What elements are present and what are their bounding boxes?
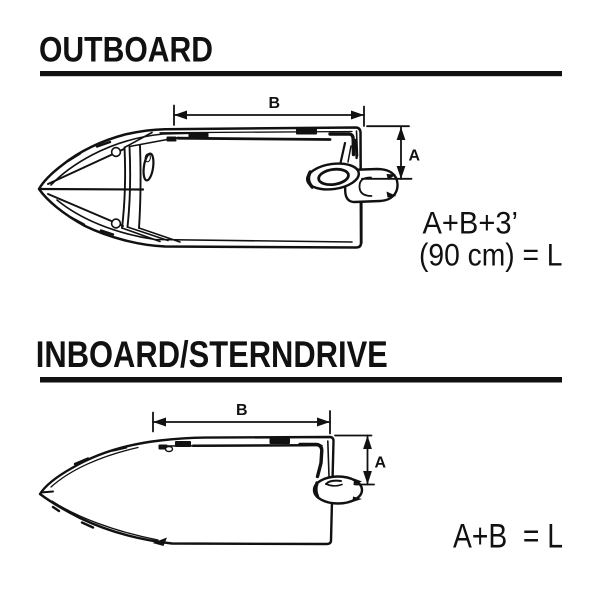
svg-text:(90 cm) = L: (90 cm) = L xyxy=(419,237,563,273)
svg-text:B: B xyxy=(236,402,248,419)
svg-text:INBOARD/STERNDRIVE: INBOARD/STERNDRIVE xyxy=(36,334,388,375)
svg-text:A: A xyxy=(375,455,387,472)
svg-text:A: A xyxy=(409,148,421,165)
svg-text:OUTBOARD: OUTBOARD xyxy=(39,31,213,70)
svg-text:A+B = L: A+B = L xyxy=(453,518,563,556)
svg-text:B: B xyxy=(269,95,281,112)
svg-text:A+B+3’: A+B+3’ xyxy=(423,204,519,240)
